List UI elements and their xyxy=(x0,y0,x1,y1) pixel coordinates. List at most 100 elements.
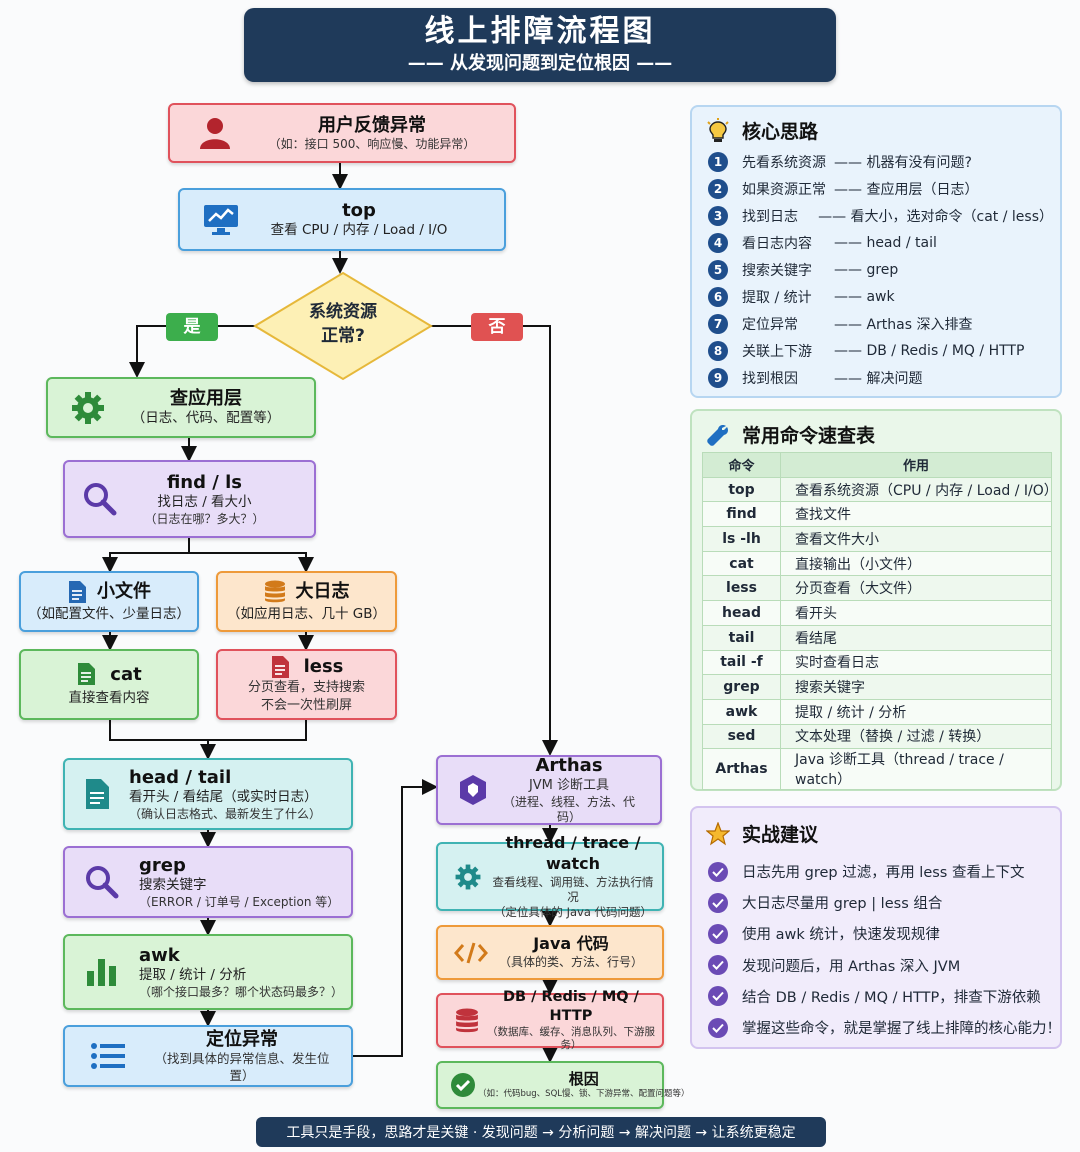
app-layer-sub: （日志、代码、配置等） xyxy=(131,410,281,427)
step-number: 3 xyxy=(708,205,728,226)
thread-trace-sub2: （定位具体的 Java 代码问题） xyxy=(493,904,653,919)
command-cell: tail -f xyxy=(702,649,781,676)
step-note: —— head / tail xyxy=(834,234,937,251)
decision-text: 系统资源 正常? xyxy=(253,300,433,348)
usage-cell: 看结尾 xyxy=(780,624,1052,651)
step-action: 搜索关键字 xyxy=(742,262,812,279)
command-cell: awk xyxy=(702,698,781,725)
head-tail-sub2: （确认日志格式、最新发生了什么） xyxy=(129,806,322,821)
step-number: 4 xyxy=(708,232,728,253)
step-action: 定位异常 xyxy=(742,316,798,333)
usage-cell: Java 诊断工具（thread / trace / watch） xyxy=(780,748,1052,791)
tip-item: 掌握这些命令，就是掌握了线上排障的核心能力！ xyxy=(708,1012,1061,1043)
tips-panel: 实战建议 日志先用 grep 过滤，再用 less 查看上下文大日志尽量用 gr… xyxy=(690,806,1062,1049)
usage-cell: 查看系统资源（CPU / 内存 / Load / I/O） xyxy=(780,476,1058,503)
grep-node: grep 搜索关键字 （ERROR / 订单号 / Exception 等） xyxy=(63,846,353,918)
step-note: —— 查应用层（日志） xyxy=(834,181,979,198)
top-title: top xyxy=(342,200,376,222)
list-icon xyxy=(65,1042,151,1070)
arthas-sub2: （进程、线程、方法、代码） xyxy=(502,794,635,825)
app-layer-node: 查应用层 （日志、代码、配置等） xyxy=(46,377,316,438)
tips-heading: 实战建议 xyxy=(742,824,819,846)
lightbulb-icon xyxy=(707,117,729,142)
command-cell: sed xyxy=(702,723,781,750)
step-action: 看日志内容 xyxy=(742,235,812,252)
step-note: —— awk xyxy=(834,288,895,305)
shield-icon xyxy=(438,774,498,806)
cat-title: cat xyxy=(110,663,142,685)
less-title: less xyxy=(303,655,344,677)
root-cause-title: 根因 xyxy=(568,1069,599,1088)
root-cause-node: 根因 （如：代码bug、SQL慢、锁、下游异常、配置问题等） xyxy=(436,1061,690,1109)
gear-icon xyxy=(438,863,490,891)
small-file-sub: （如配置文件、少量日志） xyxy=(28,605,190,622)
database-icon xyxy=(264,580,285,603)
step-action: 如果资源正常 xyxy=(742,181,826,198)
java-code-title: Java 代码 xyxy=(533,934,609,954)
small-file-node: 小文件 （如配置文件、少量日志） xyxy=(19,571,199,632)
search-icon xyxy=(65,481,135,517)
thread-trace-node: thread / trace / watch 查看线程、调用链、方法执行情况 （… xyxy=(436,833,664,919)
title-banner: 线上排障流程图 —— 从发现问题到定位根因 —— xyxy=(244,8,836,82)
step-number: 7 xyxy=(708,313,728,334)
find-ls-node: find / ls 找日志 / 看大小 （日志在哪？多大？） xyxy=(63,460,316,538)
head-tail-node: head / tail 看开头 / 看结尾（或实时日志） （确认日志格式、最新发… xyxy=(63,758,353,830)
gear-icon xyxy=(48,390,128,426)
command-cell: head xyxy=(702,600,781,626)
wrench-icon xyxy=(707,424,728,446)
java-code-node: Java 代码 （具体的类、方法、行号） xyxy=(436,925,664,980)
usage-cell: 查看文件大小 xyxy=(780,526,1052,552)
check-circle-icon xyxy=(438,1072,478,1098)
commands-heading: 常用命令速查表 xyxy=(742,425,876,447)
thread-trace-title: thread / trace / watch xyxy=(505,833,641,874)
monitor-chart-icon xyxy=(180,203,254,237)
code-icon xyxy=(438,941,498,965)
step-action: 提取 / 统计 xyxy=(742,289,812,306)
locate-sub: （找到具体的异常信息、发生位置） xyxy=(154,1051,330,1083)
document-icon xyxy=(69,581,86,604)
yes-label: 是 xyxy=(166,313,218,341)
find-ls-sub2: （日志在哪？多大？） xyxy=(144,511,265,526)
step-action: 找到日志 xyxy=(742,208,798,225)
command-cell: less xyxy=(702,575,781,602)
awk-node: awk 提取 / 统计 / 分析 （哪个接口最多？哪个状态码最多？） xyxy=(63,934,353,1010)
arthas-title: Arthas xyxy=(535,755,603,777)
command-cell: Arthas xyxy=(702,748,781,791)
step-note: —— 看大小，选对命令（cat / less） xyxy=(818,208,1053,225)
usage-cell: 分页查看（大文件） xyxy=(780,575,1052,602)
footer-text: 工具只是手段，思路才是关键 · 发现问题 → 分析问题 → 解决问题 → 让系统… xyxy=(286,1125,796,1141)
check-icon xyxy=(708,861,728,882)
top-node: top 查看 CPU / 内存 / Load / I/O xyxy=(178,188,506,251)
usage-cell: 直接输出（小文件） xyxy=(780,550,1052,577)
step-action: 关联上下游 xyxy=(742,343,812,360)
tip-text: 掌握这些命令，就是掌握了线上排障的核心能力！ xyxy=(742,1021,1061,1038)
step-note: —— grep xyxy=(834,261,899,278)
cat-node: cat 直接查看内容 xyxy=(19,649,199,720)
check-icon xyxy=(708,1017,728,1038)
big-log-sub: （如应用日志、几十 GB） xyxy=(226,605,386,622)
step-number: 9 xyxy=(708,367,728,388)
page-subtitle: —— 从发现问题到定位根因 —— xyxy=(407,53,673,74)
big-log-node: 大日志 （如应用日志、几十 GB） xyxy=(216,571,397,632)
head-tail-sub: 看开头 / 看结尾（或实时日志） xyxy=(129,789,318,806)
usage-cell: 看开头 xyxy=(780,600,1052,626)
usage-cell: 文本处理（替换 / 过滤 / 转换） xyxy=(780,723,1052,750)
database-icon xyxy=(438,1007,486,1035)
file-text-icon xyxy=(78,663,96,686)
command-cell: ls -lh xyxy=(702,526,781,552)
grep-title: grep xyxy=(139,854,186,876)
command-cell: grep xyxy=(702,674,781,700)
